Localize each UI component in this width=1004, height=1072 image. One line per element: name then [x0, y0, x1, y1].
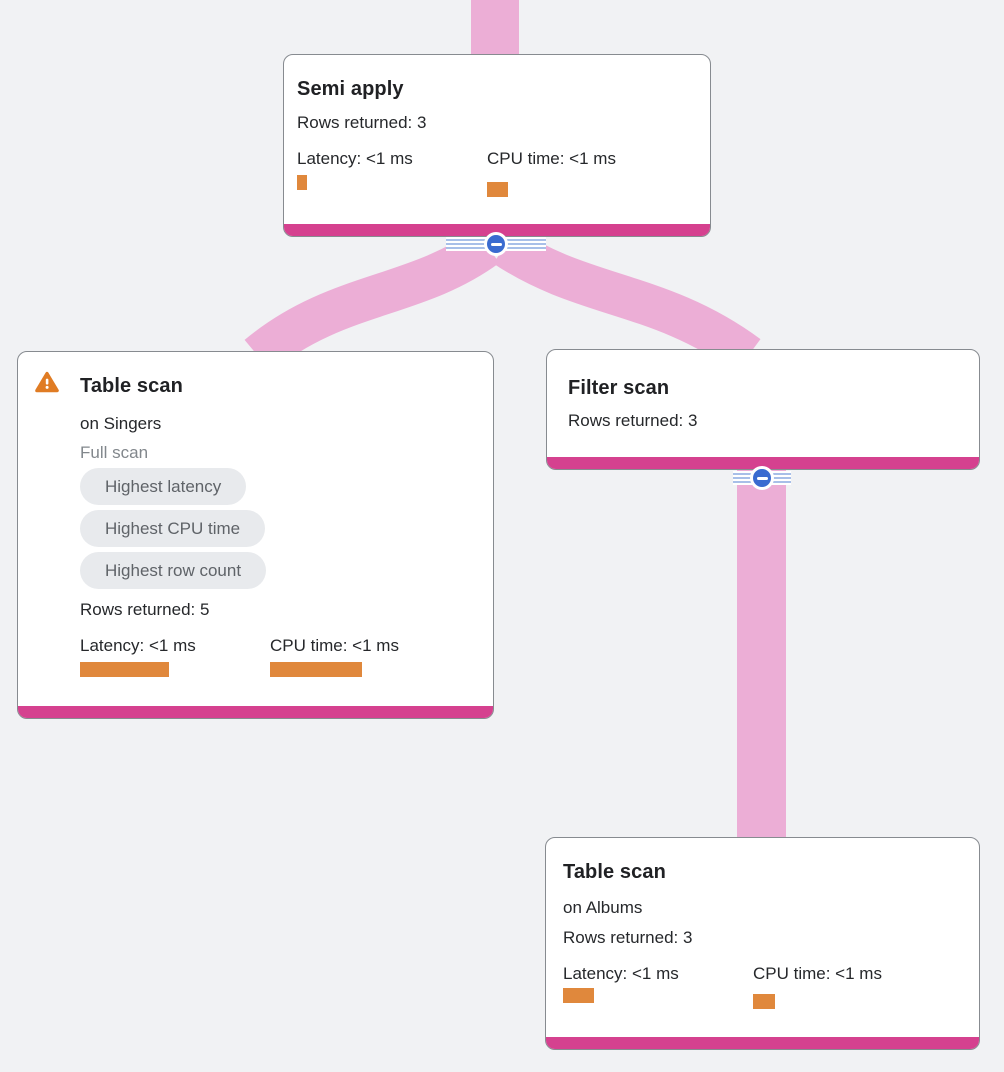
node-accent-bar: [547, 457, 979, 469]
cpu-metric: CPU time: <1 ms: [270, 634, 399, 677]
latency-bar: [80, 662, 169, 677]
edge-root-to-semi-apply: [471, 0, 519, 56]
node-title: Table scan: [563, 861, 666, 883]
latency-label: Latency: <1 ms: [297, 149, 413, 168]
badge-highest-cpu-time: Highest CPU time: [80, 510, 266, 547]
edge-filter-scan-to-table-scan-albums: [737, 466, 786, 842]
edge-semi-apply-to-table-scan-singers: [244, 228, 500, 373]
minus-glyph: [756, 476, 768, 480]
collapse-minus-icon: [750, 466, 774, 490]
node-semi-apply[interactable]: Semi apply Rows returned: 3 Latency: <1 …: [283, 54, 711, 237]
warning-icon: [35, 371, 59, 393]
edge-semi-apply-to-filter-scan: [493, 228, 761, 374]
latency-label: Latency: <1 ms: [80, 636, 196, 655]
cpu-label: CPU time: <1 ms: [270, 636, 399, 655]
node-filter-scan[interactable]: Filter scan Rows returned: 3: [546, 349, 980, 470]
latency-bar: [297, 175, 307, 190]
cpu-label: CPU time: <1 ms: [487, 149, 616, 168]
minus-glyph: [490, 242, 502, 246]
metrics-row: Latency: <1 ms CPU time: <1 ms: [80, 634, 473, 677]
node-accent-bar: [546, 1037, 979, 1049]
node-title: Table scan: [80, 375, 183, 397]
scan-mode: Full scan: [80, 443, 149, 462]
latency-metric: Latency: <1 ms: [297, 147, 487, 190]
cpu-metric: CPU time: <1 ms: [487, 147, 616, 197]
rows-returned: Rows returned: 5: [80, 600, 210, 619]
rows-returned: Rows returned: 3: [563, 928, 693, 947]
node-accent-bar: [18, 706, 493, 718]
scan-target: on Singers: [80, 414, 162, 433]
cpu-bar: [753, 994, 775, 1009]
cpu-metric: CPU time: <1 ms: [753, 962, 882, 1009]
metrics-row: Latency: <1 ms CPU time: <1 ms: [563, 962, 959, 1009]
badge-highest-latency: Highest latency: [80, 468, 247, 505]
node-accent-bar: [284, 224, 710, 236]
scan-target: on Albums: [563, 898, 643, 917]
latency-bar: [563, 988, 594, 1003]
latency-label: Latency: <1 ms: [563, 964, 679, 983]
rows-returned: Rows returned: 3: [297, 113, 427, 132]
cpu-bar: [270, 662, 362, 677]
badge-highest-row-count: Highest row count: [80, 552, 267, 589]
node-table-scan-singers[interactable]: Table scan on Singers Full scan Highest …: [17, 351, 494, 719]
metrics-row: Latency: <1 ms CPU time: <1 ms: [297, 147, 690, 197]
rows-returned: Rows returned: 3: [568, 411, 698, 430]
badge-list: Highest latency Highest CPU time Highest…: [80, 468, 473, 594]
latency-metric: Latency: <1 ms: [563, 962, 753, 1003]
cpu-label: CPU time: <1 ms: [753, 964, 882, 983]
latency-metric: Latency: <1 ms: [80, 634, 270, 677]
collapse-minus-icon: [484, 232, 508, 256]
cpu-bar: [487, 182, 508, 197]
node-title: Filter scan: [568, 377, 670, 399]
node-title: Semi apply: [297, 78, 404, 100]
node-table-scan-albums[interactable]: Table scan on Albums Rows returned: 3 La…: [545, 837, 980, 1050]
